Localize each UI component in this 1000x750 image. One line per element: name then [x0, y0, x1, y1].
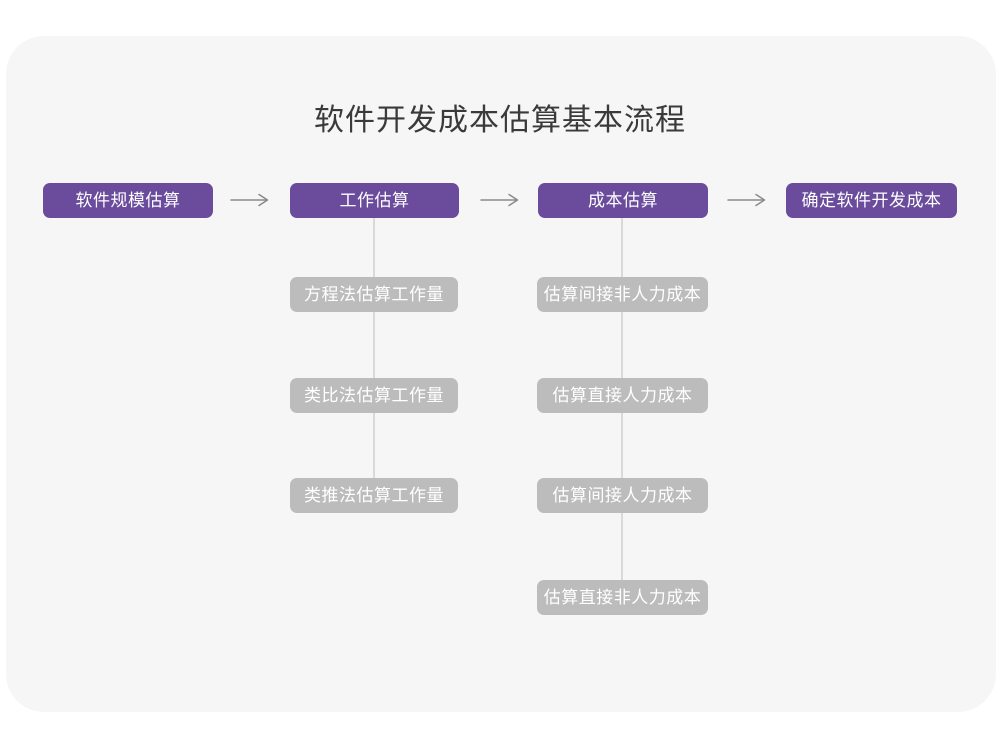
branch-node-analogy-method: 类比法估算工作量 — [290, 378, 458, 413]
diagram-title: 软件开发成本估算基本流程 — [314, 104, 686, 137]
flow-node-determine-development-cost: 确定软件开发成本 — [786, 183, 957, 218]
flow-node-work-estimation: 工作估算 — [290, 183, 459, 218]
arrow-right-icon — [230, 192, 270, 208]
branch-node-equation-method: 方程法估算工作量 — [290, 277, 458, 312]
flow-node-cost-estimation: 成本估算 — [538, 183, 708, 218]
branch-node-indirect-nonlabor-cost: 估算间接非人力成本 — [537, 277, 708, 312]
branch-node-indirect-labor-cost: 估算间接人力成本 — [537, 478, 708, 513]
arrow-right-icon — [727, 192, 767, 208]
branch-node-direct-nonlabor-cost: 估算直接非人力成本 — [537, 580, 708, 615]
connector-line-work-branch — [373, 218, 375, 496]
branch-node-direct-labor-cost: 估算直接人力成本 — [537, 378, 708, 413]
branch-node-extrapolation-method: 类推法估算工作量 — [290, 478, 458, 513]
flow-node-software-scale-estimation: 软件规模估算 — [43, 183, 213, 218]
diagram-card — [6, 36, 996, 712]
arrow-right-icon — [480, 192, 520, 208]
